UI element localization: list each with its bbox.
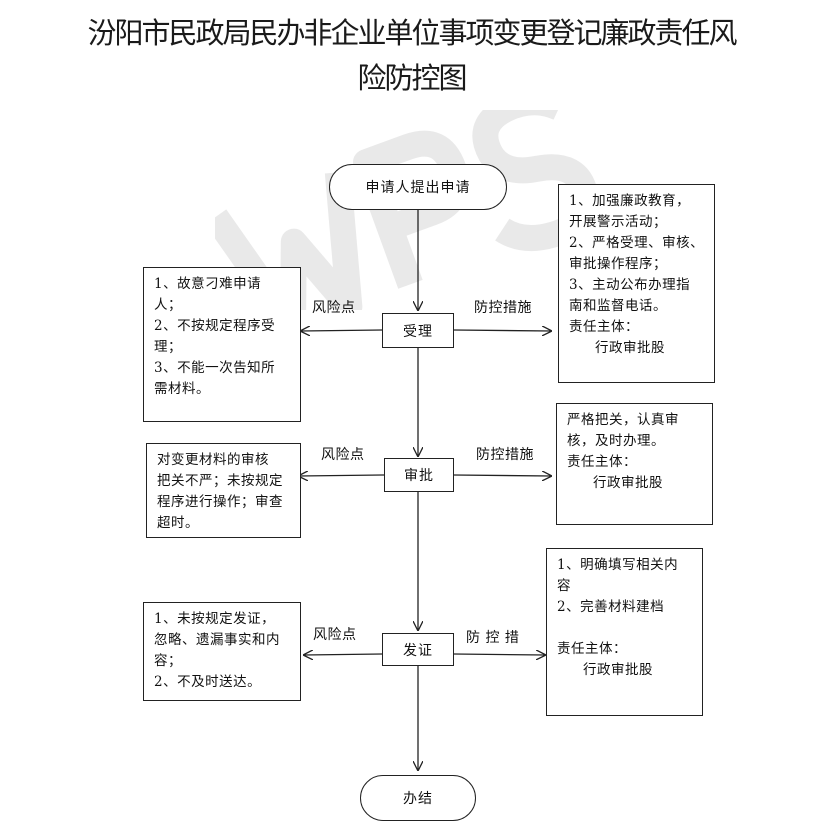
arrow-approve-control: [453, 475, 551, 476]
stage-approve-risk-label: 风险点: [321, 447, 365, 463]
stage-accept-control-label: 防控措施: [474, 300, 532, 316]
stage-issue-risk-box: 1、未按规定发证， 忽略、遗漏事实和内 容； 2、不及时送达。: [143, 602, 301, 701]
stage-issue-risk-label: 风险点: [313, 627, 357, 643]
arrow-issue-control: [453, 654, 545, 655]
stage-accept-control-box: 1、加强廉政教育， 开展警示活动； 2、严格受理、审核、 审批操作程序； 3、主…: [558, 184, 715, 383]
stage-issue-control-label: 防 控 措: [466, 630, 520, 646]
stage-approve-node: 审批: [384, 458, 454, 492]
start-node: 申请人提出申请: [329, 164, 507, 210]
stage-accept-risk-box: 1、故意刁难申请 人； 2、不按规定程序受 理； 3、不能一次告知所 需材料。: [143, 267, 301, 422]
end-node: 办结: [360, 775, 476, 821]
page-title: 汾阳市民政局民办非企业单位事项变更登记廉政责任风: [87, 16, 737, 50]
arrow-approve-risk: [299, 475, 385, 476]
stage-issue-node: 发证: [382, 633, 454, 666]
stage-approve-control-box: 严格把关，认真审 核，及时办理。 责任主体： 行政审批股: [556, 403, 713, 525]
arrow-accept-risk: [301, 330, 384, 331]
stage-approve-risk-box: 对变更材料的审核 把关不严；未按规定 程序进行操作；审查 超时。: [146, 443, 301, 538]
stage-approve-control-label: 防控措施: [476, 447, 534, 463]
arrow-accept-control: [453, 330, 551, 331]
stage-accept-risk-label: 风险点: [312, 300, 356, 316]
stage-accept-node: 受理: [382, 313, 454, 348]
page-title-continued: 险防控图: [357, 61, 467, 95]
arrow-issue-risk: [304, 654, 383, 655]
stage-issue-control-box: 1、明确填写相关内 容 2、完善材料建档 责任主体： 行政审批股: [546, 548, 703, 716]
